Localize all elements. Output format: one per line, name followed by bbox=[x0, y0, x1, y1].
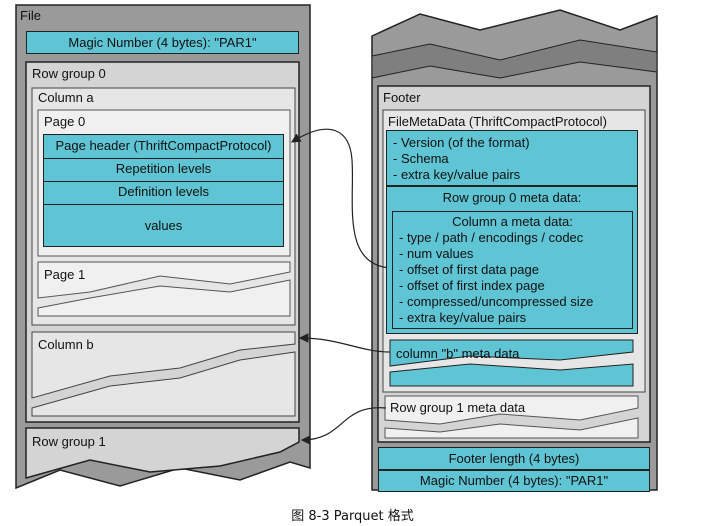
values-cell: values bbox=[144, 218, 183, 233]
footer-length-box: Footer length (4 bytes) bbox=[378, 447, 650, 470]
footer-magic-number: Magic Number (4 bytes): "PAR1" bbox=[378, 470, 650, 492]
page-1-tear bbox=[37, 279, 291, 317]
row-group-1-meta-title: Row group 1 meta data bbox=[390, 400, 526, 415]
definition-levels-cell: Definition levels bbox=[44, 181, 283, 205]
file-metadata-title: FileMetaData (ThriftCompactProtocol) bbox=[388, 114, 607, 129]
row-group-0-meta-title: Row group 0 meta data: bbox=[442, 190, 582, 205]
column-b-title: Column b bbox=[38, 337, 94, 352]
column-a-meta-item: - num values bbox=[399, 246, 474, 261]
row-group-0-meta-box: Row group 0 meta data: Column a meta dat… bbox=[386, 186, 638, 334]
column-a-meta-item: - type / path / encodings / codec bbox=[399, 230, 584, 245]
row-group-1-meta-tear bbox=[384, 417, 639, 439]
column-a-meta-item: - compressed/uncompressed size bbox=[399, 294, 594, 309]
row-group-1-meta-box bbox=[384, 395, 639, 425]
column-b-tear bbox=[31, 351, 296, 417]
column-a-meta-item: - offset of first data page bbox=[399, 262, 539, 277]
page-1-title: Page 1 bbox=[44, 267, 86, 282]
arrow-row-group-1-meta-to-row-group-1 bbox=[300, 407, 387, 445]
row-group-0-title: Row group 0 bbox=[32, 66, 106, 81]
column-b-box bbox=[31, 331, 296, 399]
page-0-title: Page 0 bbox=[44, 114, 86, 129]
file-metadata-item: - extra key/value pairs bbox=[393, 167, 521, 182]
page-1-box bbox=[37, 261, 291, 299]
column-a-meta-item: - offset of first index page bbox=[399, 278, 545, 293]
row-group-1-box bbox=[25, 427, 300, 479]
page-header-cell: Page header (ThriftCompactProtocol) bbox=[44, 135, 283, 159]
arrow-column-a-meta-to-page-0 bbox=[290, 128, 395, 269]
column-b-meta-tear bbox=[389, 363, 634, 387]
arrow-column-b-meta-to-column-b bbox=[298, 333, 391, 353]
footer-title: Footer bbox=[383, 90, 421, 105]
repetition-levels-cell: Repetition levels bbox=[44, 158, 283, 182]
file-magic-number: Magic Number (4 bytes): "PAR1" bbox=[26, 31, 299, 54]
figure-caption: 图 8-3 Parquet 格式 bbox=[291, 509, 414, 524]
footer-top-band bbox=[371, 39, 658, 79]
column-b-meta-box bbox=[389, 339, 634, 367]
column-a-title: Column a bbox=[38, 90, 94, 105]
column-b-meta-title: column "b" meta data bbox=[396, 346, 520, 361]
file-metadata-item: - Schema bbox=[393, 151, 449, 166]
column-a-meta-box: Column a meta data: - type / path / enco… bbox=[392, 211, 633, 329]
column-a-meta-title: Column a meta data: bbox=[452, 214, 573, 229]
file-metadata-items: - Version (of the format) - Schema - ext… bbox=[386, 130, 638, 186]
row-group-1-title: Row group 1 bbox=[32, 434, 106, 449]
file-title: File bbox=[20, 8, 41, 23]
column-a-meta-item: - extra key/value pairs bbox=[399, 310, 527, 325]
page-0-contents: Page header (ThriftCompactProtocol) Repe… bbox=[43, 134, 284, 247]
file-metadata-item: - Version (of the format) bbox=[393, 135, 530, 150]
